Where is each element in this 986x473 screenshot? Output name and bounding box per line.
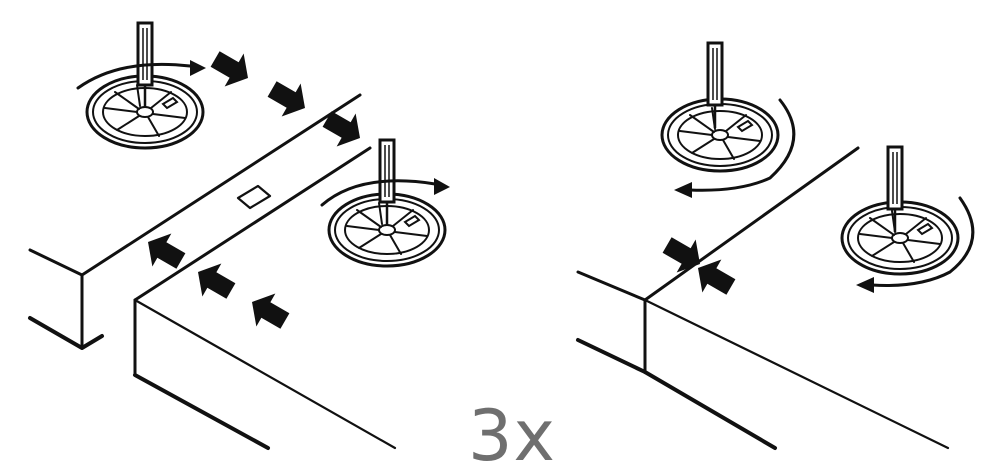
step-push-panels [28,21,450,450]
cam-lock-icon [660,97,960,276]
step-tighten-cams [576,41,975,450]
left-panel [28,93,362,350]
rotation-arrow-icon [76,60,450,207]
repeat-count-label: 3x [468,395,556,473]
right-panel [133,146,397,450]
rotation-arrow-icon [674,98,975,293]
joined-panels [576,146,950,450]
